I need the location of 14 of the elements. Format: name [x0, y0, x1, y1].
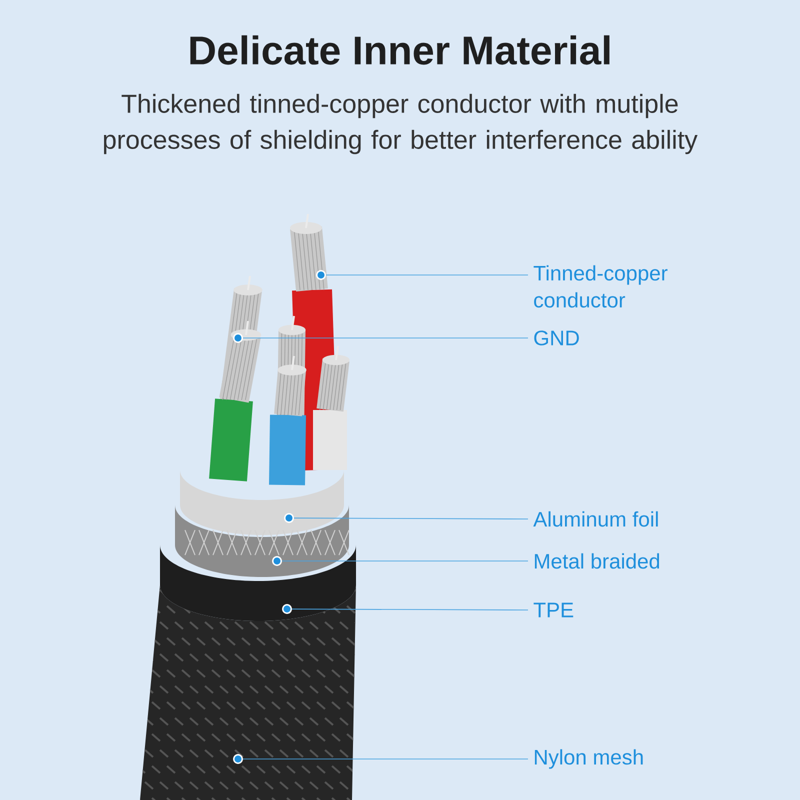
leader-line — [316, 270, 528, 280]
part-label: TPE — [534, 602, 574, 618]
title: Delicate Inner Material — [190, 35, 610, 65]
part-label: Nylon mesh — [534, 749, 643, 769]
leader-line — [233, 754, 528, 764]
leader-line — [272, 556, 528, 566]
part-label: Aluminum foil — [533, 511, 658, 527]
part-label: Metal braided — [534, 553, 660, 569]
part-label: GND — [534, 330, 579, 346]
leader-line — [233, 333, 528, 343]
leader-line — [282, 604, 528, 614]
subtitle: Thickened tinned-copper conductor with mutiple processes of shielding for better interference ability — [104, 94, 698, 154]
part-label: Tinned-copper conductor — [534, 265, 668, 308]
leader-line — [284, 513, 528, 524]
